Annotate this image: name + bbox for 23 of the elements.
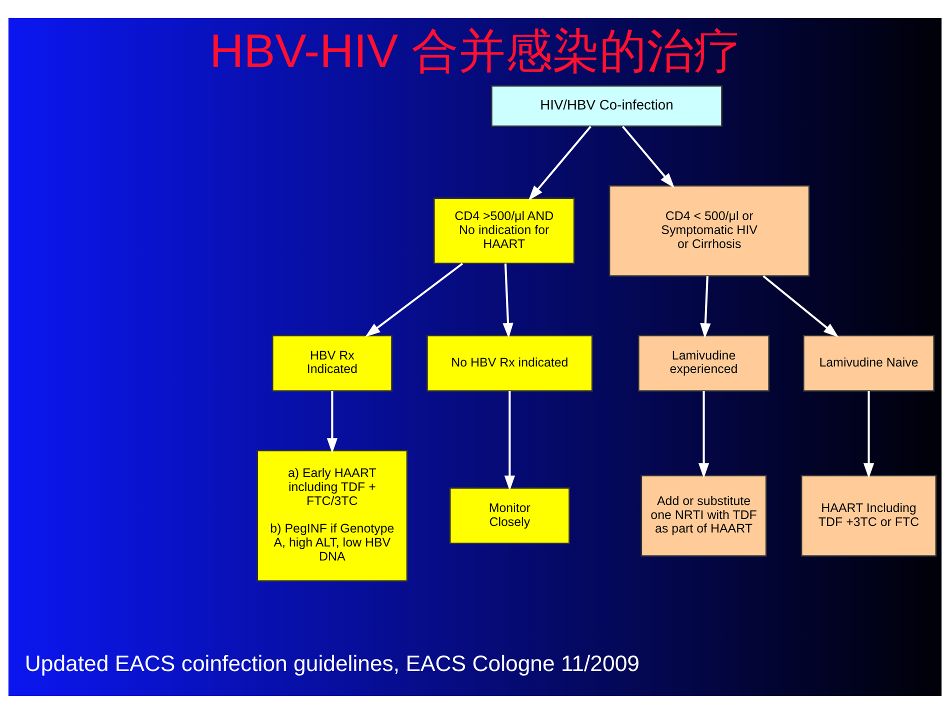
arrow bbox=[762, 274, 839, 337]
arrow bbox=[622, 125, 675, 188]
node-box: No HBV Rx indicated bbox=[426, 334, 593, 392]
arrow bbox=[528, 125, 592, 200]
node-box: CD4 >500/μl AND No indication for HAART bbox=[433, 197, 575, 264]
node-box: CD4 < 500/μl or Symptomatic HIV or Cirrhosis bbox=[608, 184, 810, 276]
node-box: Add or substitute one NRTI with TDF as part of HAART bbox=[640, 474, 767, 556]
arrow bbox=[502, 263, 514, 338]
arrow bbox=[863, 390, 874, 478]
node-box: Monitor Closely bbox=[449, 486, 570, 544]
arrow bbox=[698, 390, 710, 478]
arrow bbox=[365, 262, 464, 337]
caption: Updated EACS coinfection guidelines, EACS Cologne 11/2009 bbox=[24, 650, 640, 676]
diagram-title: HBV-HIV 合并感染的治疗 bbox=[210, 23, 740, 76]
node-box: HAART Including TDF +3TC or FTC bbox=[800, 474, 937, 556]
node-box: HBV Rx Indicated bbox=[272, 334, 392, 392]
node-box: Lamivudine Naive bbox=[802, 334, 935, 392]
node-box: HIV/HBV Co-infection bbox=[490, 84, 722, 126]
arrow bbox=[504, 390, 516, 490]
arrow bbox=[326, 390, 338, 453]
arrow bbox=[700, 276, 711, 338]
node-box: Lamivudine experienced bbox=[638, 334, 770, 392]
node-box: a) Early HAART including TDF + FTC/3TC b) PegINF if Genotype A, high ALT, low HBV DNA bbox=[256, 449, 408, 582]
